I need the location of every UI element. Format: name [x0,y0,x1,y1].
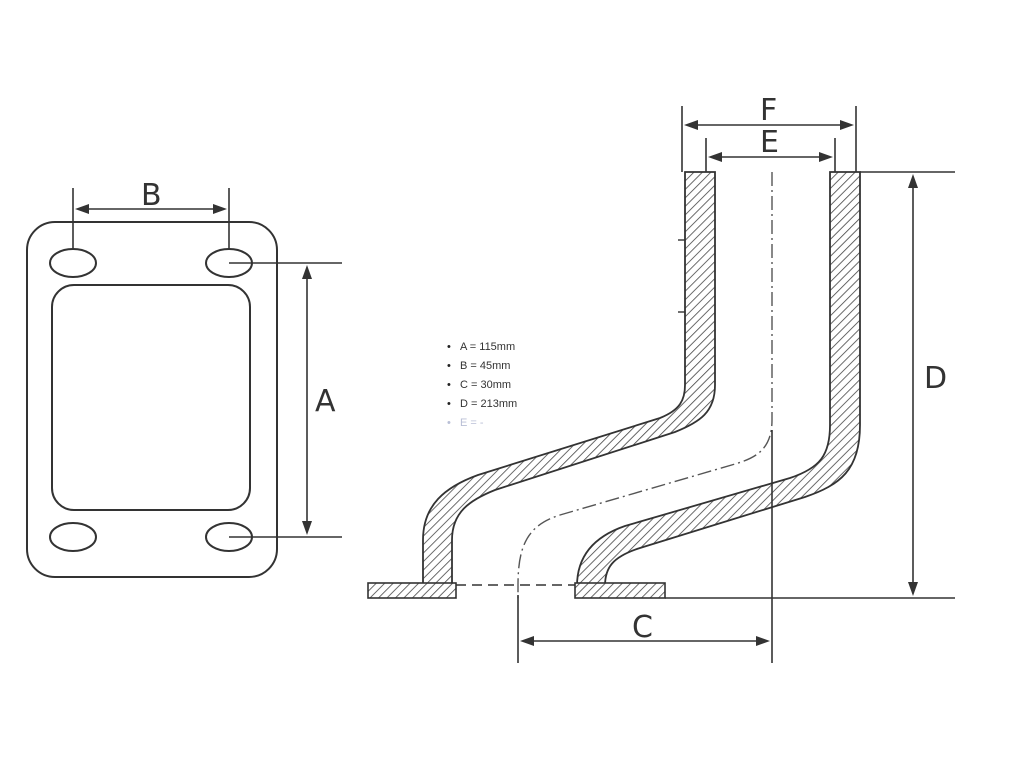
dimension-f [681,106,857,172]
pipe-wall-right [576,171,861,587]
flange-view [26,221,278,578]
bolt-hole-top-left [49,248,97,278]
label-d: D [924,361,947,396]
spec-item-d: D = 213mm [447,395,517,414]
spec-list: A = 115mm B = 45mm C = 30mm D = 213mm E … [447,338,517,433]
dimension-b [72,188,230,249]
spec-item-e: E = - [447,414,517,433]
dimension-e [705,138,836,172]
label-e: E [760,125,779,160]
dimension-d [665,171,955,599]
spec-item-c: C = 30mm [447,376,517,395]
flange-port [51,284,251,511]
label-f: F [760,93,777,128]
spec-item-b: B = 45mm [447,357,517,376]
pipe-centerline [517,172,773,600]
dimension-a [229,262,342,538]
pipe-section [367,171,861,599]
spec-item-a: A = 115mm [447,338,517,357]
flange-outline [26,221,278,578]
base-flange-right [574,582,666,599]
dimension-c [517,430,773,663]
label-c: C [632,610,653,645]
label-a: A [315,384,336,419]
base-flange-left [367,582,457,599]
bolt-hole-bottom-left [49,522,97,552]
label-b: B [141,178,162,213]
